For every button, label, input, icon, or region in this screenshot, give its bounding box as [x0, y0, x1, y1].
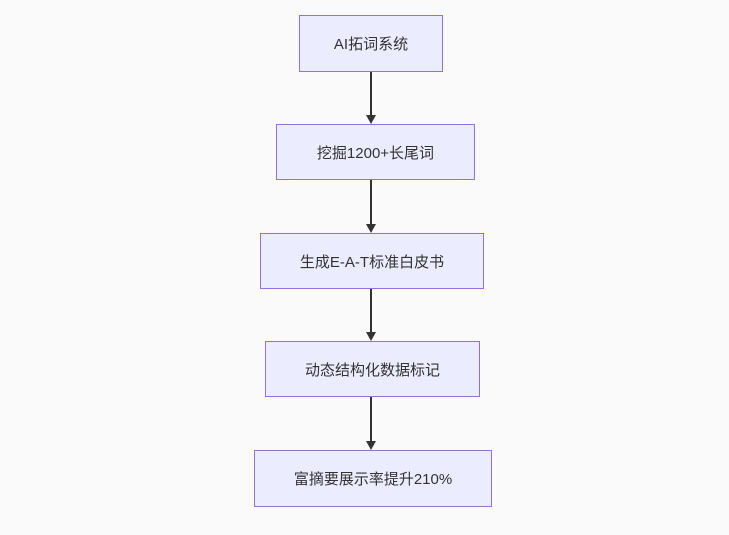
flow-arrow-4	[366, 397, 376, 450]
flow-node-label: 挖掘1200+长尾词	[316, 144, 435, 162]
flow-node-label: 生成E-A-T标准白皮书	[299, 253, 445, 271]
arrow-down-icon	[366, 115, 376, 124]
flow-node-label: 动态结构化数据标记	[304, 361, 440, 379]
arrow-line	[370, 180, 372, 224]
flow-node-generate-eat-whitepaper: 生成E-A-T标准白皮书	[260, 233, 484, 289]
flow-node-rich-snippet-rate-increase: 富摘要展示率提升210%	[254, 450, 492, 507]
arrow-down-icon	[366, 441, 376, 450]
flow-node-label: 富摘要展示率提升210%	[293, 471, 453, 488]
arrow-line	[370, 289, 372, 332]
arrow-down-icon	[366, 224, 376, 233]
arrow-down-icon	[366, 332, 376, 341]
flow-node-label: AI拓词系统	[333, 36, 409, 53]
flow-arrow-2	[366, 180, 376, 233]
flow-node-ai-keyword-expansion-system: AI拓词系统	[299, 15, 443, 72]
flow-arrow-3	[366, 289, 376, 341]
flow-node-dynamic-structured-data-markup: 动态结构化数据标记	[265, 341, 480, 397]
arrow-line	[370, 397, 372, 441]
arrow-line	[370, 72, 372, 115]
flow-arrow-1	[366, 72, 376, 124]
flow-node-mine-longtail-keywords: 挖掘1200+长尾词	[276, 124, 475, 180]
